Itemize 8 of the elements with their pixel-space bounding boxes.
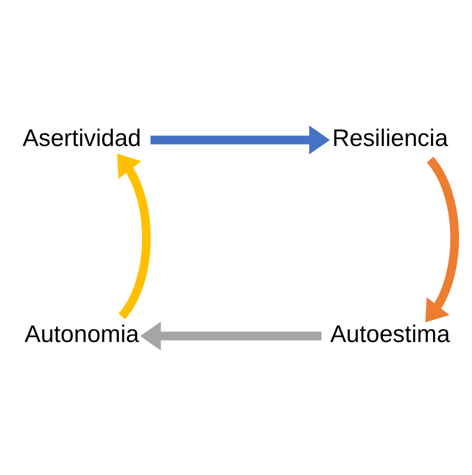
node-text: Autoestima xyxy=(330,320,450,348)
node-text: Asertividad xyxy=(22,124,142,152)
node-text: Resiliencia xyxy=(332,124,448,152)
arrow xyxy=(117,153,151,319)
arrow xyxy=(150,125,330,154)
node-text: Autonomia xyxy=(24,320,140,348)
arrow xyxy=(425,156,459,322)
arrow xyxy=(140,321,322,350)
